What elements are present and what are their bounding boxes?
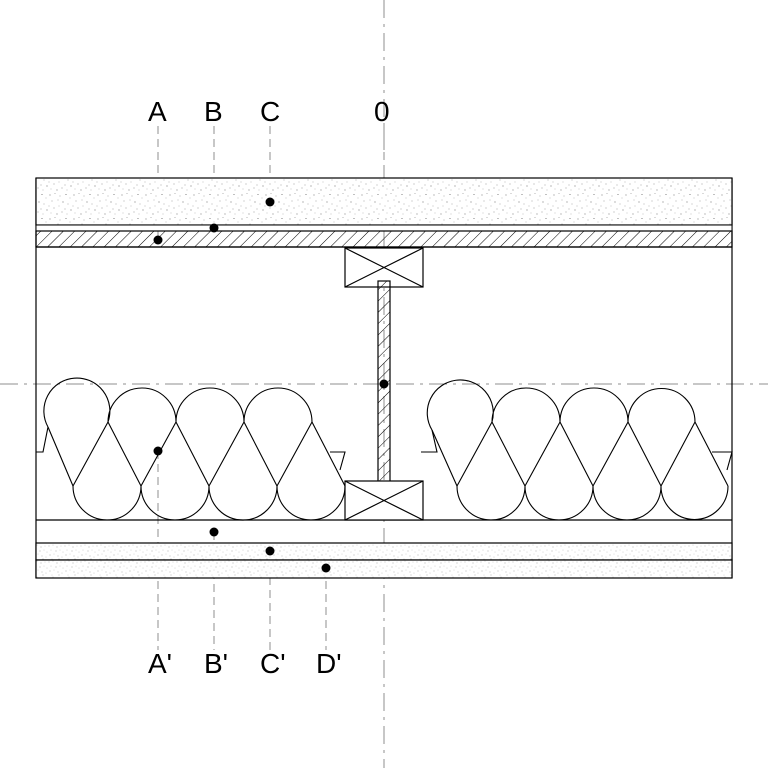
point-a-top	[153, 235, 163, 245]
point-b-lower	[209, 527, 219, 537]
label-c-top: C	[260, 96, 280, 127]
bottom-board-layer-2	[35, 559, 733, 579]
insulation-right-top-loops	[426, 379, 696, 431]
insulation-left-end-tab	[330, 451, 346, 471]
label-b-top: B	[204, 96, 223, 127]
point-center	[379, 379, 389, 389]
insulation-left	[36, 377, 346, 521]
label-b-bottom: B'	[204, 648, 228, 679]
top-hatched-layer	[35, 230, 733, 248]
insulation-left-top-loops	[36, 377, 313, 453]
top-block-diagonal-2	[344, 247, 424, 288]
insulation-left-diagonals	[47, 421, 346, 487]
bottom-board-layer-1	[35, 542, 733, 561]
point-c-lower	[265, 546, 275, 556]
label-a-bottom: A'	[148, 648, 172, 679]
label-a-top: A	[148, 96, 167, 127]
bottom-block-diagonal-2	[344, 480, 424, 521]
insulation-right	[421, 379, 733, 521]
label-0-top: 0	[374, 96, 390, 127]
point-b-top	[209, 223, 219, 233]
insulation-left-bottom-loops	[72, 485, 346, 521]
insulation-right-bottom-loops	[456, 485, 729, 521]
point-d-lower	[321, 563, 331, 573]
point-a-middle	[153, 446, 163, 456]
insulation-right-end-tab	[712, 451, 733, 471]
top-thin-layer	[35, 224, 733, 232]
central-frame	[344, 247, 424, 521]
insulation-right-diagonals	[431, 421, 729, 487]
insulation-right-start-tab	[421, 429, 438, 453]
label-c-bottom: C'	[260, 648, 286, 679]
top-finish-layer	[35, 177, 733, 226]
reference-points	[153, 197, 389, 573]
label-d-bottom: D'	[316, 648, 342, 679]
point-c-top	[265, 197, 275, 207]
labels: A B C 0 A' B' C' D'	[148, 96, 390, 679]
